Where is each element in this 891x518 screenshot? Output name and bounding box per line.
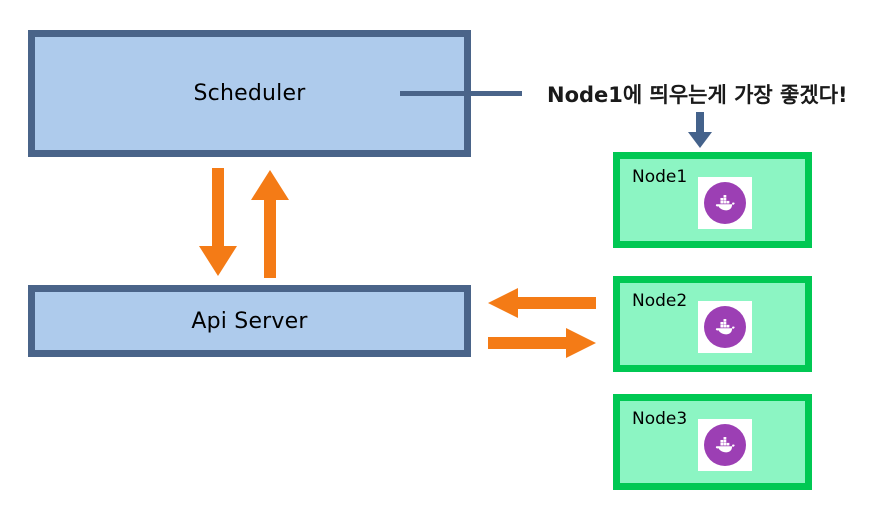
scheduler-label: Scheduler	[193, 81, 306, 106]
docker-whale-icon	[704, 424, 746, 466]
node-box-node1: Node1	[613, 152, 812, 248]
scheduler-box: Scheduler	[28, 30, 471, 157]
docker-logo-tile-node2	[698, 301, 752, 353]
docker-logo-tile-node1	[698, 177, 752, 229]
callout-down-arrow-icon	[686, 112, 714, 154]
arrow-right-api-server-to-node	[488, 327, 596, 363]
docker-whale-icon	[704, 306, 746, 348]
node-label-node2: Node2	[632, 291, 688, 311]
docker-whale-icon	[704, 182, 746, 224]
node-box-node2: Node2	[613, 276, 812, 372]
api-server-label: Api Server	[191, 308, 308, 334]
api-server-box: Api Server	[28, 285, 471, 357]
node-box-node3: Node3	[613, 394, 812, 490]
callout-text: Node1에 띄우는게 가장 좋겠다!	[547, 83, 848, 107]
callout-connector-line	[400, 91, 522, 96]
arrow-down-scheduler-to-api-server	[196, 168, 240, 282]
docker-logo-tile-node3	[698, 419, 752, 471]
node-label-node1: Node1	[632, 167, 688, 187]
arrow-left-node-to-api-server	[488, 287, 596, 323]
arrow-up-api-server-to-scheduler	[248, 168, 292, 282]
node-label-node3: Node3	[632, 409, 688, 429]
